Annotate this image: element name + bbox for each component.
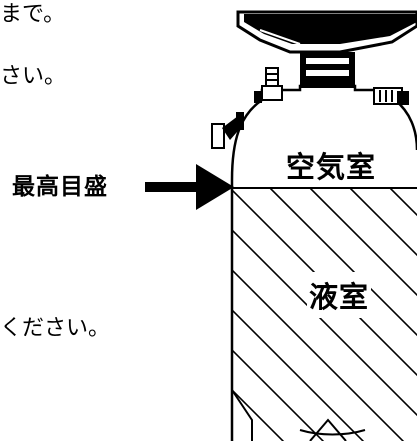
pressure-valve-right — [373, 87, 409, 105]
instruction-line-1: まで。 — [0, 2, 66, 27]
pressure-valve-left — [254, 67, 283, 103]
liquid-chamber-label: 液室 — [307, 272, 372, 318]
air-chamber-label: 空気室 — [286, 144, 377, 186]
tank-body — [230, 84, 417, 441]
hose-connector — [211, 112, 244, 149]
arrow-right-icon — [145, 164, 234, 210]
max-level-label: 最高目盛 — [12, 174, 108, 200]
tank-base — [231, 389, 366, 441]
instruction-line-3: ください。 — [0, 316, 111, 341]
instruction-line-2: さい。 — [0, 64, 67, 89]
liquid-hatching — [232, 188, 417, 441]
